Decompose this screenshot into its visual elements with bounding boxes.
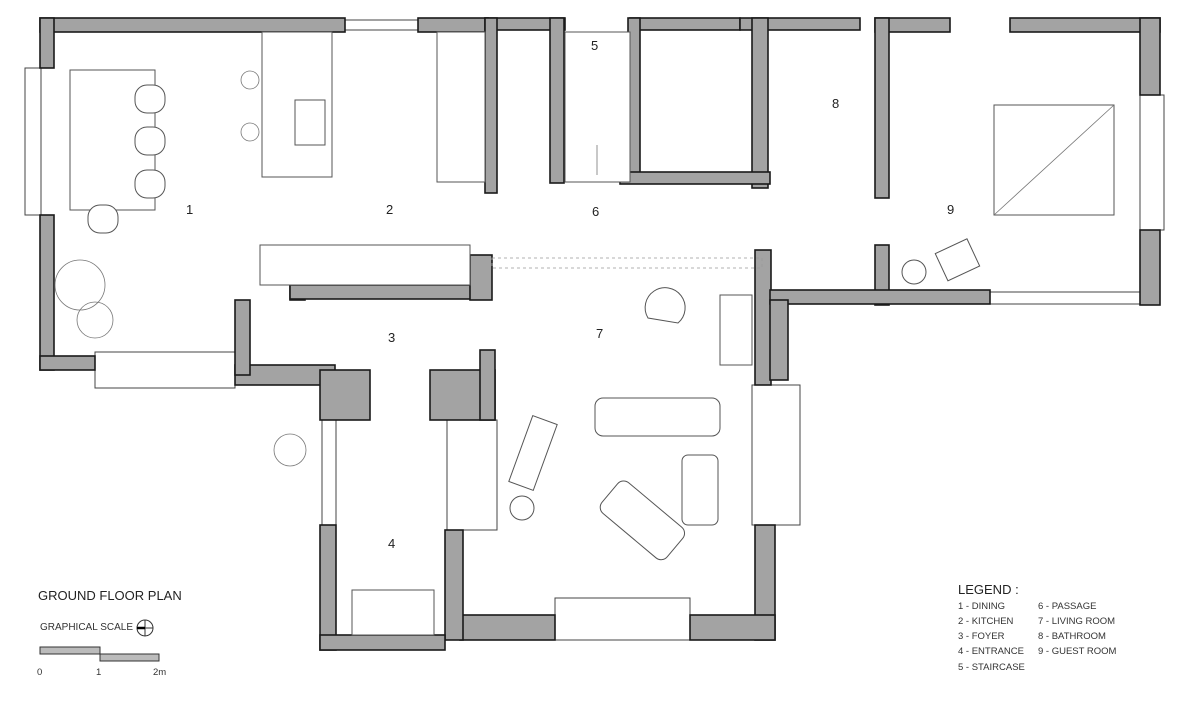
legend-title: LEGEND : [958,582,1019,597]
scale-tick-2: 2m [153,667,167,678]
legend-item: 7 - LIVING ROOM [1038,616,1116,627]
graphical-scale [39,619,160,662]
legend-item: 9 - GUEST ROOM [1038,646,1117,657]
legend-item: 5 - STAIRCASE [958,662,1025,673]
room-1-label: 1 [186,202,193,217]
legend-item: 4 - ENTRANCE [958,646,1024,657]
room-2-label: 2 [386,202,393,217]
legend-item: 6 - PASSAGE [1038,601,1097,612]
scale-tick-0: 0 [37,667,43,678]
room-4-label: 4 [388,536,395,551]
legend-item: 1 - DINING [958,601,1005,612]
room-numbers: 1 2 3 4 5 6 7 8 9 [186,38,954,551]
legend-item: 8 - BATHROOM [1038,631,1106,642]
legend-item: 3 - FOYER [958,631,1005,642]
room-9-label: 9 [947,202,954,217]
room-5-label: 5 [591,38,598,53]
scale-label: GRAPHICAL SCALE [40,622,133,633]
walls [39,17,1161,651]
room-6-label: 6 [592,204,599,219]
windows [24,19,1165,641]
legend-item: 2 - KITCHEN [958,616,1014,627]
plan-title: GROUND FLOOR PLAN [38,588,182,603]
scale-tick-1: 1 [96,667,102,678]
room-7-label: 7 [596,326,603,341]
room-3-label: 3 [388,330,395,345]
room-8-label: 8 [832,96,839,111]
furniture [54,31,1115,636]
